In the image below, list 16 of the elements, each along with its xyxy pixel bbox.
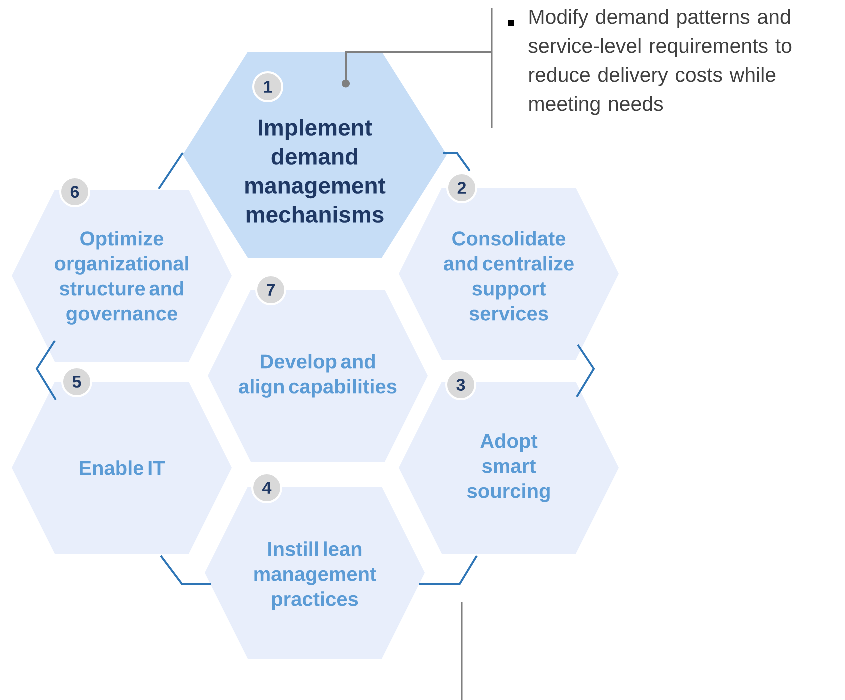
ring-connector — [576, 344, 596, 398]
ring-connector — [158, 152, 184, 190]
number-badge: 4 — [252, 472, 282, 504]
number-badge: 2 — [446, 172, 478, 204]
number-badge: 6 — [60, 176, 90, 208]
number-badge: 1 — [252, 72, 284, 102]
number-badge: 5 — [62, 366, 92, 398]
ring-connector — [419, 555, 478, 585]
callout-text: Modify demand patterns and service-level requirements to reduce delivery costs while meeting needs — [528, 9, 792, 116]
leader-line — [342, 51, 492, 88]
number-badge: 7 — [256, 274, 286, 306]
ring-connector — [160, 555, 211, 585]
number-badge: 3 — [446, 370, 476, 400]
ring-connector — [443, 152, 471, 172]
node-label: Develop and align capabilities — [239, 354, 397, 398]
ring-connector — [36, 340, 57, 401]
